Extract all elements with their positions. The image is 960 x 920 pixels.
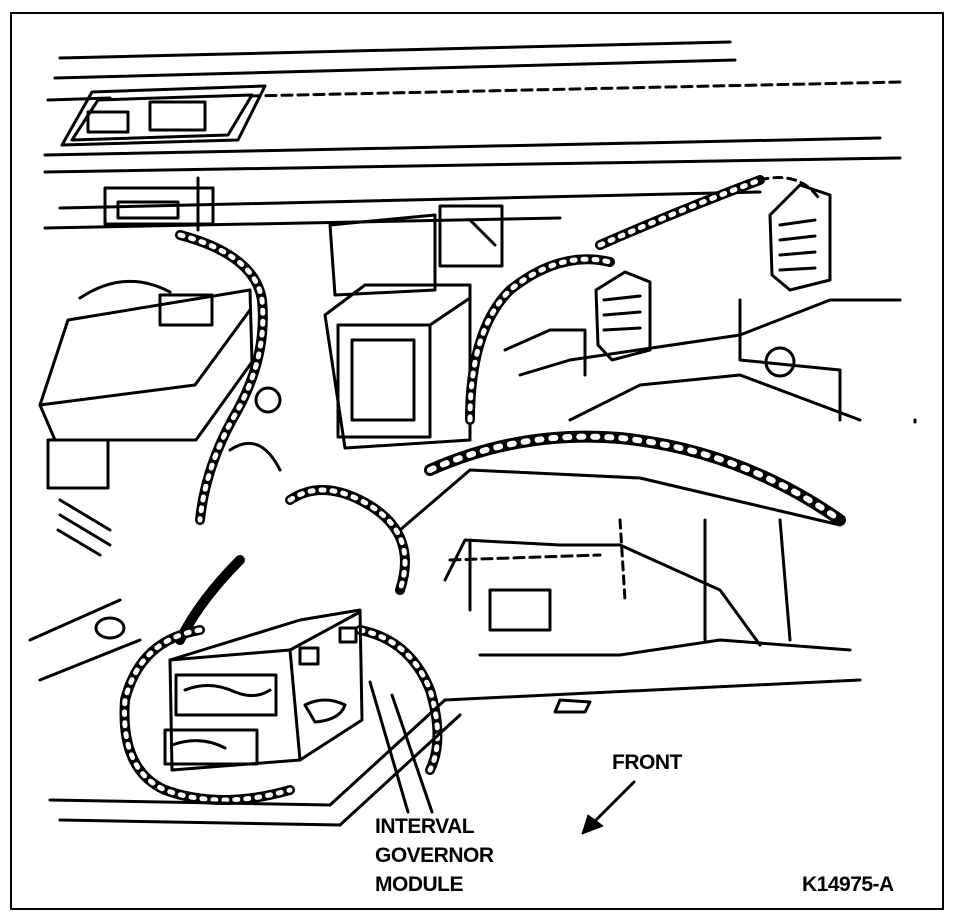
callout-leader-lines: [368, 680, 434, 814]
harness-lower-left-ribs: [122, 487, 440, 803]
right-clip: [594, 183, 832, 362]
right-body-structure: [503, 298, 917, 424]
module-label-line3: MODULE: [375, 873, 463, 896]
module-label-line1: INTERVAL: [375, 815, 475, 838]
cowl-panel-lines: [43, 40, 902, 230]
channel-structure: [398, 468, 862, 714]
upper-left-box: [60, 84, 267, 147]
left-connector: [103, 176, 215, 232]
figure-id-label: K14975-A: [802, 873, 894, 896]
front-direction-arrow: [581, 780, 636, 835]
lower-left-structure: [28, 386, 462, 827]
central-box: [323, 204, 504, 450]
harness-dashed-end: [758, 176, 822, 202]
harness-center-ribs: [467, 177, 763, 423]
harness-upper-left-ribs: [177, 232, 266, 523]
interval-governor-module-label: INTERVAL GOVERNOR MODULE: [375, 812, 494, 899]
interval-governor-module: [163, 608, 364, 772]
left-component: [38, 279, 254, 557]
harness-right-main-ribs: [427, 433, 843, 523]
front-label: FRONT: [612, 751, 682, 774]
module-label-line2: GOVERNOR: [375, 844, 494, 867]
